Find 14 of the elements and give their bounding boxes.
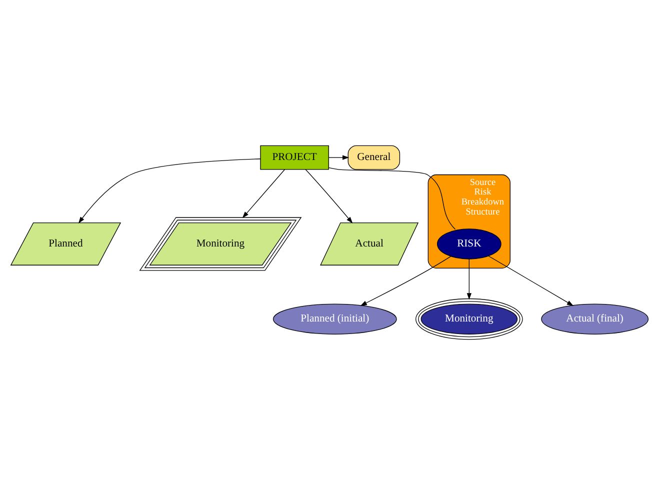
arrow — [360, 256, 452, 306]
node-ellipse: Planned (initial) — [272, 303, 397, 334]
arrow — [466, 258, 472, 300]
arrow — [242, 168, 286, 218]
connector — [328, 166, 456, 230]
node-ellipse: Actual (final) — [541, 303, 649, 334]
node-box: PROJECT — [260, 144, 329, 170]
arrow — [328, 154, 350, 160]
arrow — [78, 158, 261, 223]
node-ellipse: Monitoring — [415, 298, 523, 340]
arrow — [305, 168, 353, 223]
node-box: General — [348, 144, 400, 170]
arrow — [488, 255, 574, 306]
node-ellipse: RISK — [436, 228, 502, 259]
